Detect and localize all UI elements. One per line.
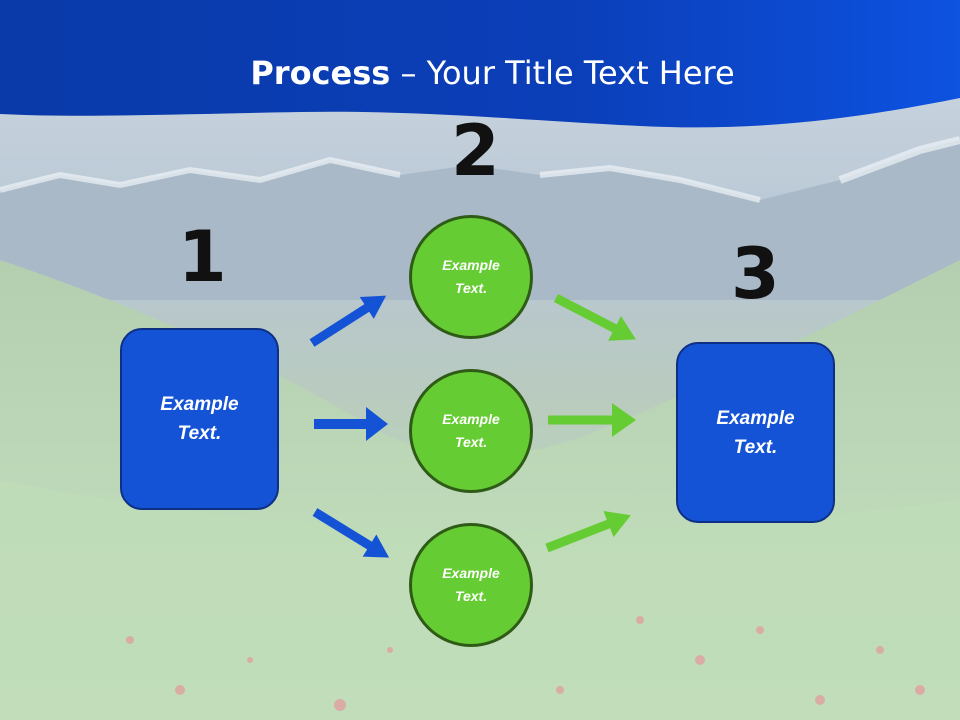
circle-middle-text-line2: Text. bbox=[454, 434, 488, 450]
green-arrow-down bbox=[553, 294, 636, 341]
slide-title: Process – Your Title Text Here bbox=[0, 54, 960, 92]
step-number-3: 3 bbox=[731, 233, 780, 315]
circle-bottom-text-line1: Example bbox=[442, 565, 500, 581]
step-number-2: 2 bbox=[451, 110, 500, 192]
circle-top-text-line1: Example bbox=[442, 257, 500, 273]
step-number-1: 1 bbox=[178, 216, 227, 298]
step-1-text-line2: Text. bbox=[177, 423, 222, 444]
blue-arrow-down bbox=[312, 508, 390, 558]
green-arrow-up bbox=[545, 510, 631, 553]
step-3-text-line2: Text. bbox=[733, 436, 778, 458]
circle-middle-text-line1: Example bbox=[442, 411, 500, 427]
green-arrow-right bbox=[548, 403, 636, 437]
title-bold: Process bbox=[250, 54, 391, 92]
step-1-text-line1: Example bbox=[160, 394, 239, 415]
step-3-text-line1: Example bbox=[716, 407, 795, 429]
circle-bottom-text-line2: Text. bbox=[454, 588, 488, 604]
blue-arrow-up bbox=[309, 295, 387, 347]
circle-top-text-line2: Text. bbox=[454, 280, 488, 296]
title-rest: – Your Title Text Here bbox=[390, 54, 735, 92]
blue-arrow-right bbox=[314, 407, 388, 441]
